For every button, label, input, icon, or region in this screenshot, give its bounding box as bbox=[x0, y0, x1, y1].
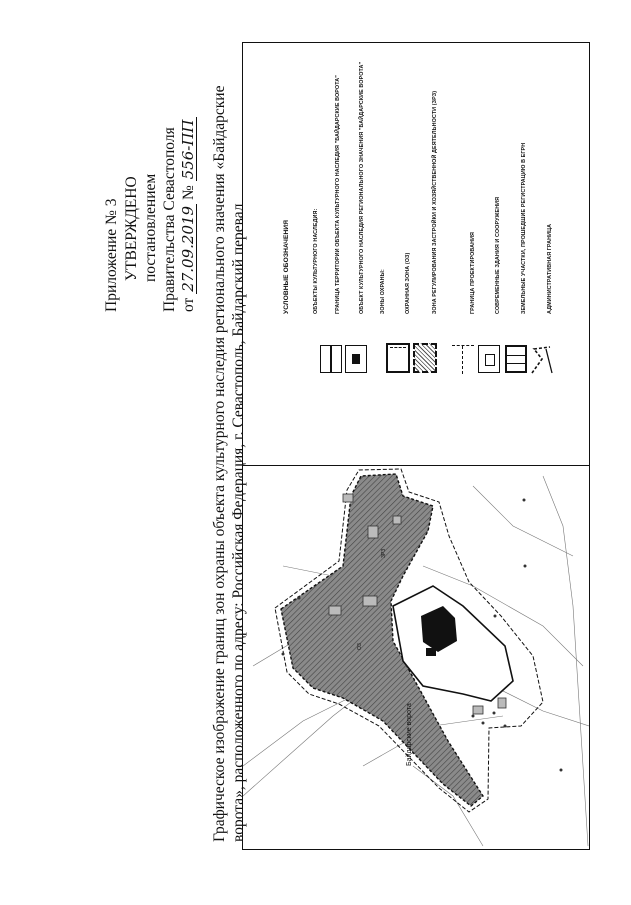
legend-section-zones: ЗОНЫ ОХРАНЫ: bbox=[380, 269, 386, 314]
document-title-line-1: Графическое изображение границ зон охран… bbox=[211, 85, 228, 842]
legend-symbol-design-boundary bbox=[452, 345, 474, 374]
regulation-zone-area bbox=[280, 473, 484, 807]
legend-symbol-protection-zone bbox=[386, 343, 410, 373]
legend-symbol-existing-buildings bbox=[478, 345, 500, 373]
frame-divider bbox=[242, 465, 590, 466]
existing-buildings bbox=[328, 493, 507, 715]
legend-symbol-land-plots bbox=[505, 345, 527, 373]
legend-regulation-zone: ЗОНА РЕГУЛИРОВАНИЯ ЗАСТРОЙКИ И ХОЗЯЙСТВЕ… bbox=[432, 90, 438, 314]
map-label-road: Байдарские ворота bbox=[405, 703, 413, 766]
legend-section-objects: ОБЪЕКТЫ КУЛЬТУРНОГО НАСЛЕДИЯ: bbox=[313, 208, 319, 314]
legend-design-boundary: ГРАНИЦА ПРОЕКТИРОВАНИЯ bbox=[470, 231, 476, 314]
legend-symbol-boundary-territory bbox=[320, 345, 342, 373]
legend-object-regional: ОБЪЕКТ КУЛЬТУРНОГО НАСЛЕДИЯ РЕГИОНАЛЬНОГ… bbox=[359, 61, 365, 314]
approval-number: 556-ПП bbox=[179, 117, 197, 182]
legend-symbol-object-regional bbox=[345, 345, 367, 373]
legend-protection-zone: ОХРАННАЯ ЗОНА (ОЗ) bbox=[405, 252, 411, 314]
legend-boundary-territory: ГРАНИЦА ТЕРРИТОРИИ ОБЪЕКТА КУЛЬТУРНОГО Н… bbox=[335, 75, 341, 314]
legend-title: УСЛОВНЫЕ ОБОЗНАЧЕНИЯ bbox=[283, 219, 290, 314]
object-territory bbox=[392, 585, 514, 702]
map-label-oz: ОЗ bbox=[357, 643, 363, 650]
site-map: Байдарские ворота ОЗ ЗРЗ bbox=[243, 468, 589, 847]
legend-symbol-admin-boundary bbox=[531, 346, 553, 374]
map-label-zrz: ЗРЗ bbox=[381, 549, 387, 558]
approval-line-2: УТВЕРЖДЕНО bbox=[123, 176, 140, 281]
heritage-object bbox=[421, 606, 457, 652]
legend-existing-buildings: СОВРЕМЕННЫЕ ЗДАНИЯ И СООРУЖЕНИЯ bbox=[495, 196, 501, 314]
legend-symbol-regulation-zone bbox=[413, 343, 437, 373]
approval-line-1: Приложение № 3 bbox=[103, 198, 120, 312]
approval-date: 27.09.2019 bbox=[179, 203, 197, 294]
legend-admin-boundary: АДМИНИСТРАТИВНАЯ ГРАНИЦА bbox=[547, 223, 553, 314]
approval-line-4: Правительства Севастополя bbox=[161, 127, 178, 312]
approval-number-prefix: № bbox=[180, 185, 197, 201]
map-frame bbox=[242, 42, 590, 850]
approval-from-prefix: от bbox=[180, 297, 197, 312]
legend-land-plots: ЗЕМЕЛЬНЫЕ УЧАСТКИ, ПРОШЕДШИЕ РЕГИСТРАЦИЮ… bbox=[521, 142, 527, 314]
approval-date-line: от 27.09.2019 № 556-ПП bbox=[179, 117, 197, 312]
design-boundary-line bbox=[274, 468, 544, 813]
heritage-object-annex bbox=[426, 648, 436, 656]
approval-line-3: постановлением bbox=[142, 173, 159, 282]
map-point-marks bbox=[281, 498, 563, 772]
